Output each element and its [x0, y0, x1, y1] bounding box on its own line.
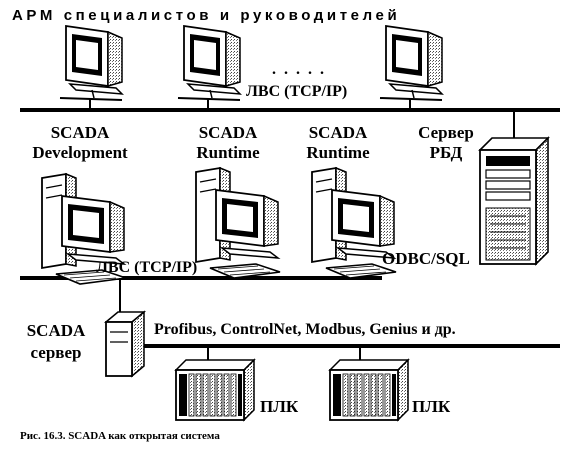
lan-mid-label: ЛВС (TCP/IP)	[96, 259, 198, 276]
scada-rt1-line2: Runtime	[196, 143, 260, 162]
workstation-3-icon	[379, 25, 443, 101]
db-server-line1: Сервер	[418, 123, 474, 142]
scada-dev-line1: SCADA	[50, 123, 110, 142]
plc-2-icon	[329, 359, 409, 421]
database-server-icon	[478, 136, 550, 266]
fieldbus-label: Profibus, ControlNet, Modbus, Genius и д…	[154, 321, 456, 338]
scada-dev-line2: Development	[32, 143, 128, 162]
scada-rt2-line2: Runtime	[306, 143, 370, 162]
scada-server-line2: сервер	[30, 343, 82, 362]
odbc-sql-label: ODBC/SQL	[382, 249, 470, 268]
plc-1-label: ПЛК	[260, 397, 299, 416]
top-title: АРМ специалистов и руководителей	[12, 7, 401, 24]
lan-top-label: ЛВС (TCP/IP)	[246, 83, 348, 100]
scada-server-line1: SCADA	[26, 321, 86, 340]
scada-rt1-line1: SCADA	[198, 123, 258, 142]
db-server-line2: РБД	[429, 143, 463, 162]
workstation-2-icon	[177, 25, 241, 101]
scada-runtime-1-workstation-icon	[195, 167, 281, 279]
plc-2-label: ПЛК	[412, 397, 451, 416]
scada-server-icon	[103, 310, 147, 378]
figure-caption: Рис. 16.3. SCADA как открытая система	[20, 430, 220, 442]
workstation-1-icon	[59, 25, 123, 101]
scada-rt2-line1: SCADA	[308, 123, 368, 142]
plc-1-icon	[175, 359, 255, 421]
ellipsis-dots: . . . . .	[272, 61, 326, 78]
